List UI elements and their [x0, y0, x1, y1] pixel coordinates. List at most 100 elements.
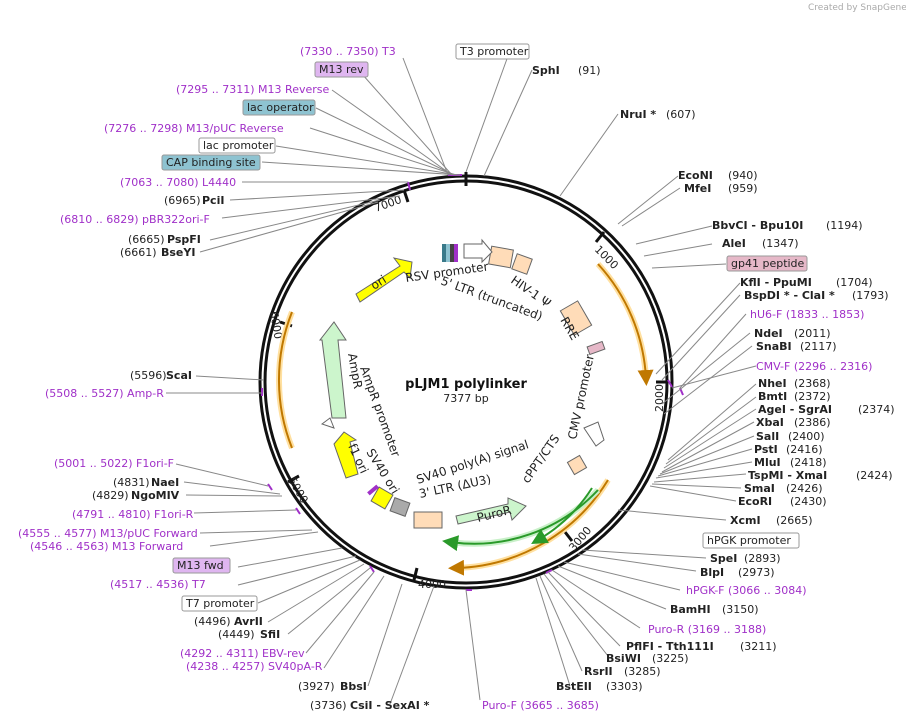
label-xcmi: XcmI — [730, 514, 761, 527]
svg-text:gp41 peptide: gp41 peptide — [731, 257, 805, 270]
label-cmv-f: CMV-F (2296 .. 2316) — [756, 360, 872, 373]
label-pcii: PciI — [202, 194, 224, 207]
svg-text:M13 rev: M13 rev — [319, 63, 364, 76]
label-smai: SmaI — [744, 482, 775, 495]
label-ebv-rev: (4292 .. 4311) EBV-rev — [180, 647, 305, 660]
box-cap-site: CAP binding site — [161, 154, 261, 171]
m13-fwd-mark — [367, 484, 379, 496]
label-bseyi: BseYI — [161, 246, 195, 259]
label-econi: EcoNI — [678, 169, 713, 182]
label-naei-coord: (4831) — [113, 476, 150, 489]
label-bsteii-coord: (3303) — [606, 680, 643, 693]
label-avrii-coord: (4496) — [194, 615, 231, 628]
box-m13-rev: M13 rev — [314, 61, 369, 78]
box-m13-fwd: M13 fwd — [172, 557, 231, 574]
label-bspdi-coord: (1793) — [852, 289, 889, 302]
label-snabi-coord: (2117) — [800, 340, 837, 353]
label-alei: AleI — [722, 237, 746, 250]
box-t7-promoter: T7 promoter — [181, 595, 258, 612]
grey-feature — [389, 497, 411, 517]
label-pflfi: PflFI - Tth111I — [626, 640, 714, 653]
label-spei-coord: (2893) — [744, 552, 781, 565]
label-sphi-coord: (91) — [578, 64, 601, 77]
label-m13-forward: (4546 .. 4563) M13 Forward — [30, 540, 183, 553]
lac-mark-4 — [454, 244, 458, 262]
label-sv40pa-r: (4238 .. 4257) SV40pA-R — [186, 660, 323, 673]
orf-arc-2-line — [278, 311, 293, 449]
puror-label: PuroR — [475, 503, 512, 525]
label-kfli: KflI - PpuMI — [740, 276, 812, 289]
label-agei: AgeI - SgrAI — [758, 403, 832, 416]
label-nrui: NruI * — [620, 108, 656, 121]
label-bsiwi-coord: (3225) — [652, 652, 689, 665]
label-f1ori-f: (5001 .. 5022) F1ori-F — [54, 457, 174, 470]
rre-box — [559, 300, 593, 336]
label-blpi-coord: (2973) — [738, 566, 775, 579]
label-rsrii-coord: (3285) — [624, 665, 661, 678]
label-nrui-coord: (607) — [666, 108, 696, 121]
svg-text:CAP binding site: CAP binding site — [166, 156, 256, 169]
label-sali-coord: (2400) — [788, 430, 825, 443]
label-scai-coord: (5596) — [130, 369, 167, 382]
sv40-ori-box — [370, 486, 394, 510]
ori-arrow — [355, 257, 413, 303]
label-mlui-coord: (2418) — [790, 456, 827, 469]
ltr5-box — [488, 245, 514, 269]
label-spei: SpeI — [710, 552, 737, 565]
label-xbai: XbaI — [756, 416, 784, 429]
label-mlui: MluI — [754, 456, 781, 469]
label-ecori: EcoRI — [738, 495, 772, 508]
label-xcmi-coord: (2665) — [776, 514, 813, 527]
label-bseyi-coord: (6661) — [120, 246, 157, 259]
label-pbr322: (6810 .. 6829) pBR322ori-F — [60, 213, 210, 226]
label-t3: (7330 .. 7350) T3 — [300, 45, 396, 58]
label-puro-f: Puro-F (3665 .. 3685) — [482, 699, 599, 712]
plasmid-length: 7377 bp — [443, 392, 488, 405]
label-kfli-coord: (1704) — [836, 276, 873, 289]
label-snabi: SnaBI — [756, 340, 792, 353]
label-mfei-coord: (959) — [728, 182, 758, 195]
label-bsiwi: BsiWI — [606, 652, 641, 665]
label-bmti: BmtI — [758, 390, 787, 403]
label-amp-r: (5508 .. 5527) Amp-R — [45, 387, 164, 400]
label-sfii-coord: (4449) — [218, 628, 255, 641]
label-ngomiv-coord: (4829) — [92, 489, 129, 502]
lac-mark-3 — [450, 244, 454, 262]
label-ecori-coord: (2430) — [790, 495, 827, 508]
label-hu6-f: hU6-F (1833 .. 1853) — [750, 308, 864, 321]
label-pflfi-coord: (3211) — [740, 640, 777, 653]
label-naei: NaeI — [151, 476, 179, 489]
rsv-arrow — [463, 238, 493, 264]
label-rsrii: RsrII — [584, 665, 613, 678]
label-ndei: NdeI — [754, 327, 783, 340]
ltr3-box — [413, 511, 443, 529]
hiv-psi-box — [511, 253, 533, 275]
box-hpgk-promoter: hPGK promoter — [702, 532, 800, 549]
f1-ori-arrow — [333, 431, 359, 479]
label-pspfi-coord: (6665) — [128, 233, 165, 246]
svg-text:T7 promoter: T7 promoter — [185, 597, 255, 610]
label-m13puc-forward: (4555 .. 4577) M13/pUC Forward — [18, 527, 198, 540]
cmv-arrow — [583, 421, 605, 447]
label-alei-coord: (1347) — [762, 237, 799, 250]
label-avrii: AvrII — [234, 615, 263, 628]
plasmid-title: pLJM1 polylinker — [405, 377, 527, 392]
label-hpgk-f: hPGK-F (3066 .. 3084) — [686, 584, 807, 597]
label-m13-reverse: (7295 .. 7311) M13 Reverse — [176, 83, 329, 96]
label-bspdi: BspDI * - ClaI * — [744, 289, 835, 302]
label-scai: ScaI — [166, 369, 192, 382]
label-pcii-coord: (6965) — [164, 194, 201, 207]
label-blpi: BlpI — [700, 566, 724, 579]
label-smai-coord: (2426) — [786, 482, 823, 495]
svg-text:hPGK promoter: hPGK promoter — [707, 534, 791, 547]
label-psti-coord: (2416) — [786, 443, 823, 456]
label-nhei: NheI — [758, 377, 787, 390]
puro-arc-line — [442, 489, 599, 552]
orf-arc-1-line — [597, 263, 654, 386]
label-sphi: SphI — [532, 64, 560, 77]
leader-lines — [166, 55, 757, 705]
label-bbvci: BbvCI - Bpu10I — [712, 219, 803, 232]
box-lac-promoter: lac promoter — [198, 137, 276, 154]
puror-arrow — [455, 497, 527, 525]
label-bbvci-coord: (1194) — [826, 219, 863, 232]
